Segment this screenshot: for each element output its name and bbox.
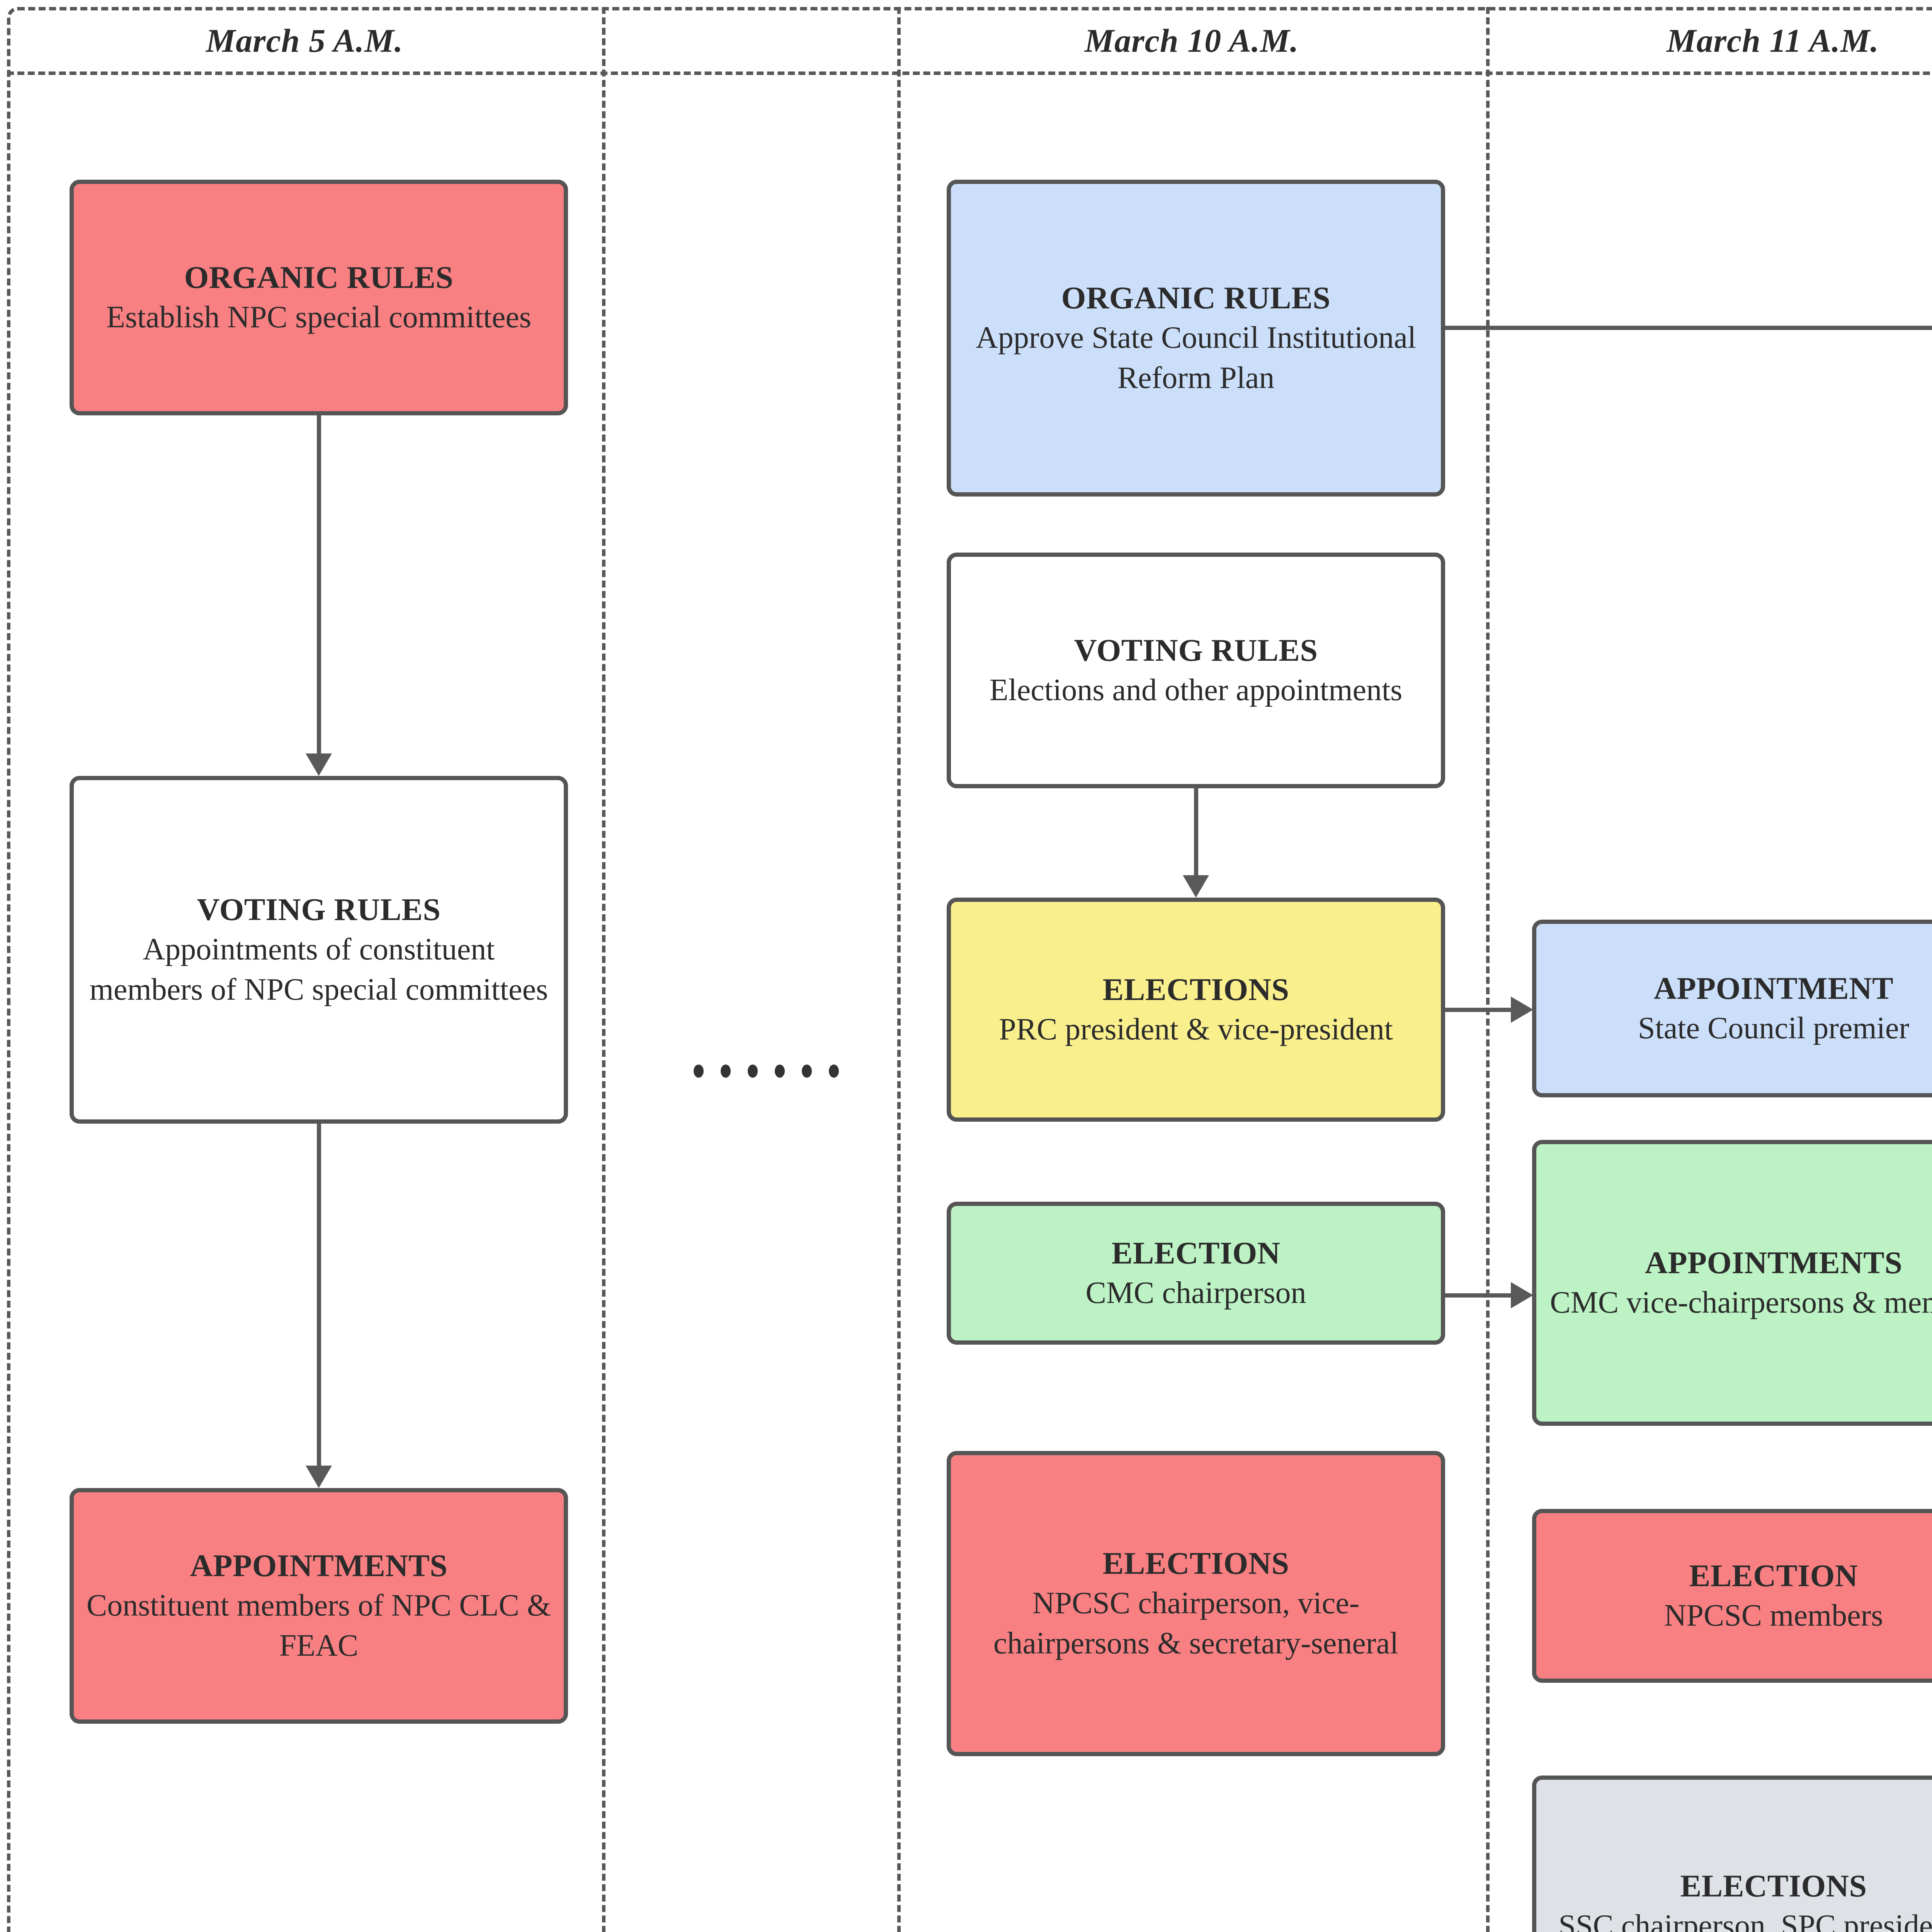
ellipsis-dot: [829, 1065, 839, 1078]
edge-mar5-voting-to-appointments: [317, 1124, 321, 1473]
edge-elections-to-premier: [1445, 1008, 1515, 1012]
node-title: APPOINTMENTS: [1645, 1245, 1903, 1281]
node-body: CMC chairperson: [1085, 1276, 1306, 1310]
node-title: VOTING RULES: [197, 892, 441, 927]
edge-arrowhead: [306, 753, 332, 776]
column-header-march-11: March 11 A.M.: [1667, 22, 1879, 59]
node-body: SSC chairperson, SPC president & SPP pro…: [1558, 1908, 1932, 1932]
node-title: ELECTION: [1111, 1235, 1281, 1271]
node-body: Establish NPC special committees: [106, 300, 531, 334]
header-row-divider: [7, 71, 1932, 75]
edge-arrowhead: [1511, 997, 1533, 1023]
node-title: ELECTIONS: [1102, 972, 1289, 1007]
node-mar5-appointments[interactable]: APPOINTMENTS Constituent members of NPC …: [70, 1488, 568, 1724]
column-header-gap: [602, 12, 897, 70]
node-body: NPCSC members: [1664, 1598, 1883, 1633]
node-body: NPCSC chairperson, vice-chairpersons & s…: [993, 1586, 1399, 1660]
node-title: APPOINTMENTS: [190, 1548, 448, 1583]
node-body: State Council premier: [1638, 1011, 1910, 1045]
edge-organic-to-appointments-horizontal: [1445, 326, 1932, 330]
node-body: Appointments of constituent members of N…: [89, 932, 548, 1007]
edge-mar5-organic-to-voting: [317, 415, 321, 761]
node-title: APPOINTMENT: [1653, 971, 1894, 1006]
node-mar11-appointments-cmc[interactable]: APPOINTMENTS CMC vice-chairpersons & mem…: [1532, 1140, 1932, 1426]
node-body: PRC president & vice-president: [999, 1012, 1393, 1046]
node-mar10-organic-rules[interactable]: ORGANIC RULES Approve State Council Inst…: [947, 180, 1445, 497]
diagram-outer-border: [7, 7, 1932, 1932]
ellipsis-dot: [721, 1065, 731, 1078]
ellipsis-dot: [748, 1065, 758, 1078]
node-mar5-organic-rules[interactable]: ORGANIC RULES Establish NPC special comm…: [70, 180, 568, 415]
edge-arrowhead: [1511, 1282, 1533, 1308]
node-body: Approve State Council Institutional Refo…: [976, 320, 1416, 395]
edge-arrowhead: [306, 1466, 332, 1488]
node-body: Constituent members of NPC CLC & FEAC: [86, 1588, 551, 1663]
node-mar10-elections-prc[interactable]: ELECTIONS PRC president & vice-president: [947, 898, 1445, 1122]
node-mar10-election-cmc[interactable]: ELECTION CMC chairperson: [947, 1202, 1445, 1345]
edge-cmc-election-to-cmc-appointments: [1445, 1293, 1515, 1298]
node-title: ELECTION: [1689, 1558, 1858, 1594]
node-title: ORGANIC RULES: [184, 260, 454, 295]
node-body: Elections and other appointments: [989, 673, 1403, 707]
column-header-march-5: March 5 A.M.: [206, 22, 403, 59]
node-title: ORGANIC RULES: [1061, 280, 1331, 316]
ellipsis-dot: [802, 1065, 812, 1078]
node-mar11-elections-courts[interactable]: ELECTIONS SSC chairperson, SPC president…: [1532, 1776, 1932, 1932]
node-title: VOTING RULES: [1074, 633, 1318, 668]
node-mar11-election-npcsc[interactable]: ELECTION NPCSC members: [1532, 1509, 1932, 1683]
node-title: ELECTIONS: [1680, 1868, 1867, 1904]
column-divider-2: [897, 7, 901, 1932]
node-title: ELECTIONS: [1102, 1546, 1289, 1581]
node-mar11-appointment-premier[interactable]: APPOINTMENT State Council premier: [1532, 920, 1932, 1097]
column-divider-3: [1486, 7, 1490, 1932]
node-mar10-voting-rules[interactable]: VOTING RULES Elections and other appoint…: [947, 553, 1445, 788]
node-mar5-voting-rules[interactable]: VOTING RULES Appointments of constituent…: [70, 776, 568, 1124]
ellipsis-marker: [694, 1065, 839, 1078]
column-header-march-10: March 10 A.M.: [1084, 22, 1299, 59]
node-mar10-elections-npcsc[interactable]: ELECTIONS NPCSC chairperson, vice-chairp…: [947, 1451, 1445, 1756]
edge-arrowhead: [1183, 875, 1209, 898]
ellipsis-dot: [775, 1065, 785, 1078]
node-body: CMC vice-chairpersons & members: [1550, 1285, 1932, 1320]
ellipsis-dot: [694, 1065, 704, 1078]
edge-mar10-voting-to-elections: [1194, 788, 1198, 883]
column-divider-1: [602, 7, 605, 1932]
